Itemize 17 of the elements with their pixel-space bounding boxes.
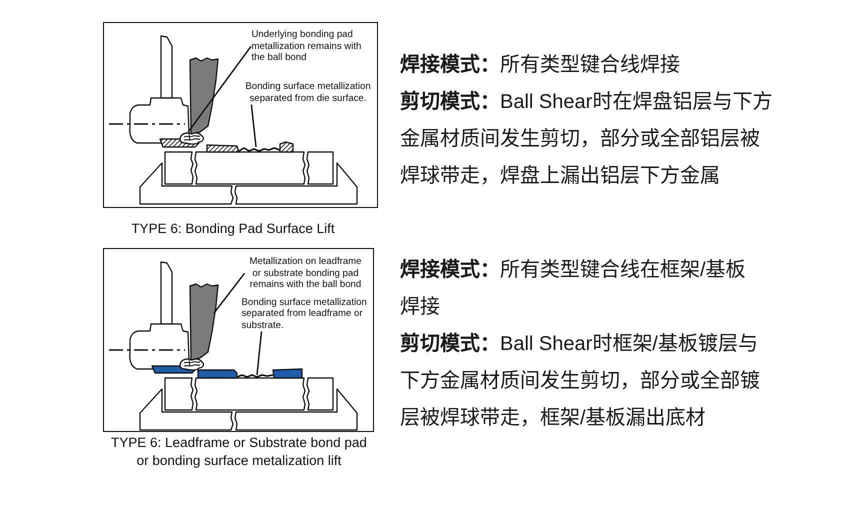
ball-bond [158, 132, 204, 148]
figure-caption: TYPE 6: Leadframe or Substrate bond pad or bonding surface metalization lift [110, 434, 368, 470]
description-text: 剪切模式：Ball Shear时在焊盘铝层与下方金属材质间发生剪切，部分或全部铝层被焊球带走，焊盘上漏出铝层下方金属 [400, 90, 774, 188]
shear-tool [188, 282, 218, 360]
leader-line [250, 104, 257, 148]
callout-text: Metallization on leadframe or substrate bonding pad remains with the ball bond [245, 256, 366, 290]
callout-text: Bonding surface metallization separated from leadframe or substrate. [242, 296, 370, 331]
figure-caption: TYPE 6: Bonding Pad Surface Lift [131, 220, 335, 238]
callout-text: Underlying bonding pad metallization remains with the ball bond [252, 29, 370, 64]
description-text: 剪切模式：Ball Shear时框架/基板镀层与下方金属材质间发生剪切，部分或全部镀层被焊球带走，框架/基板漏出底材 [400, 332, 761, 430]
shear-tool [188, 56, 218, 134]
callout-text: Bonding surface metallization separated from die surface. [243, 81, 373, 104]
leader-line [188, 46, 252, 132]
leader-line [256, 331, 262, 376]
leader-line [213, 272, 246, 314]
description-text: 焊接模式：所有类型键合线焊接 [400, 52, 681, 78]
description-text: 焊接模式：所有类型键合线在框架/基板焊接 [400, 258, 747, 320]
